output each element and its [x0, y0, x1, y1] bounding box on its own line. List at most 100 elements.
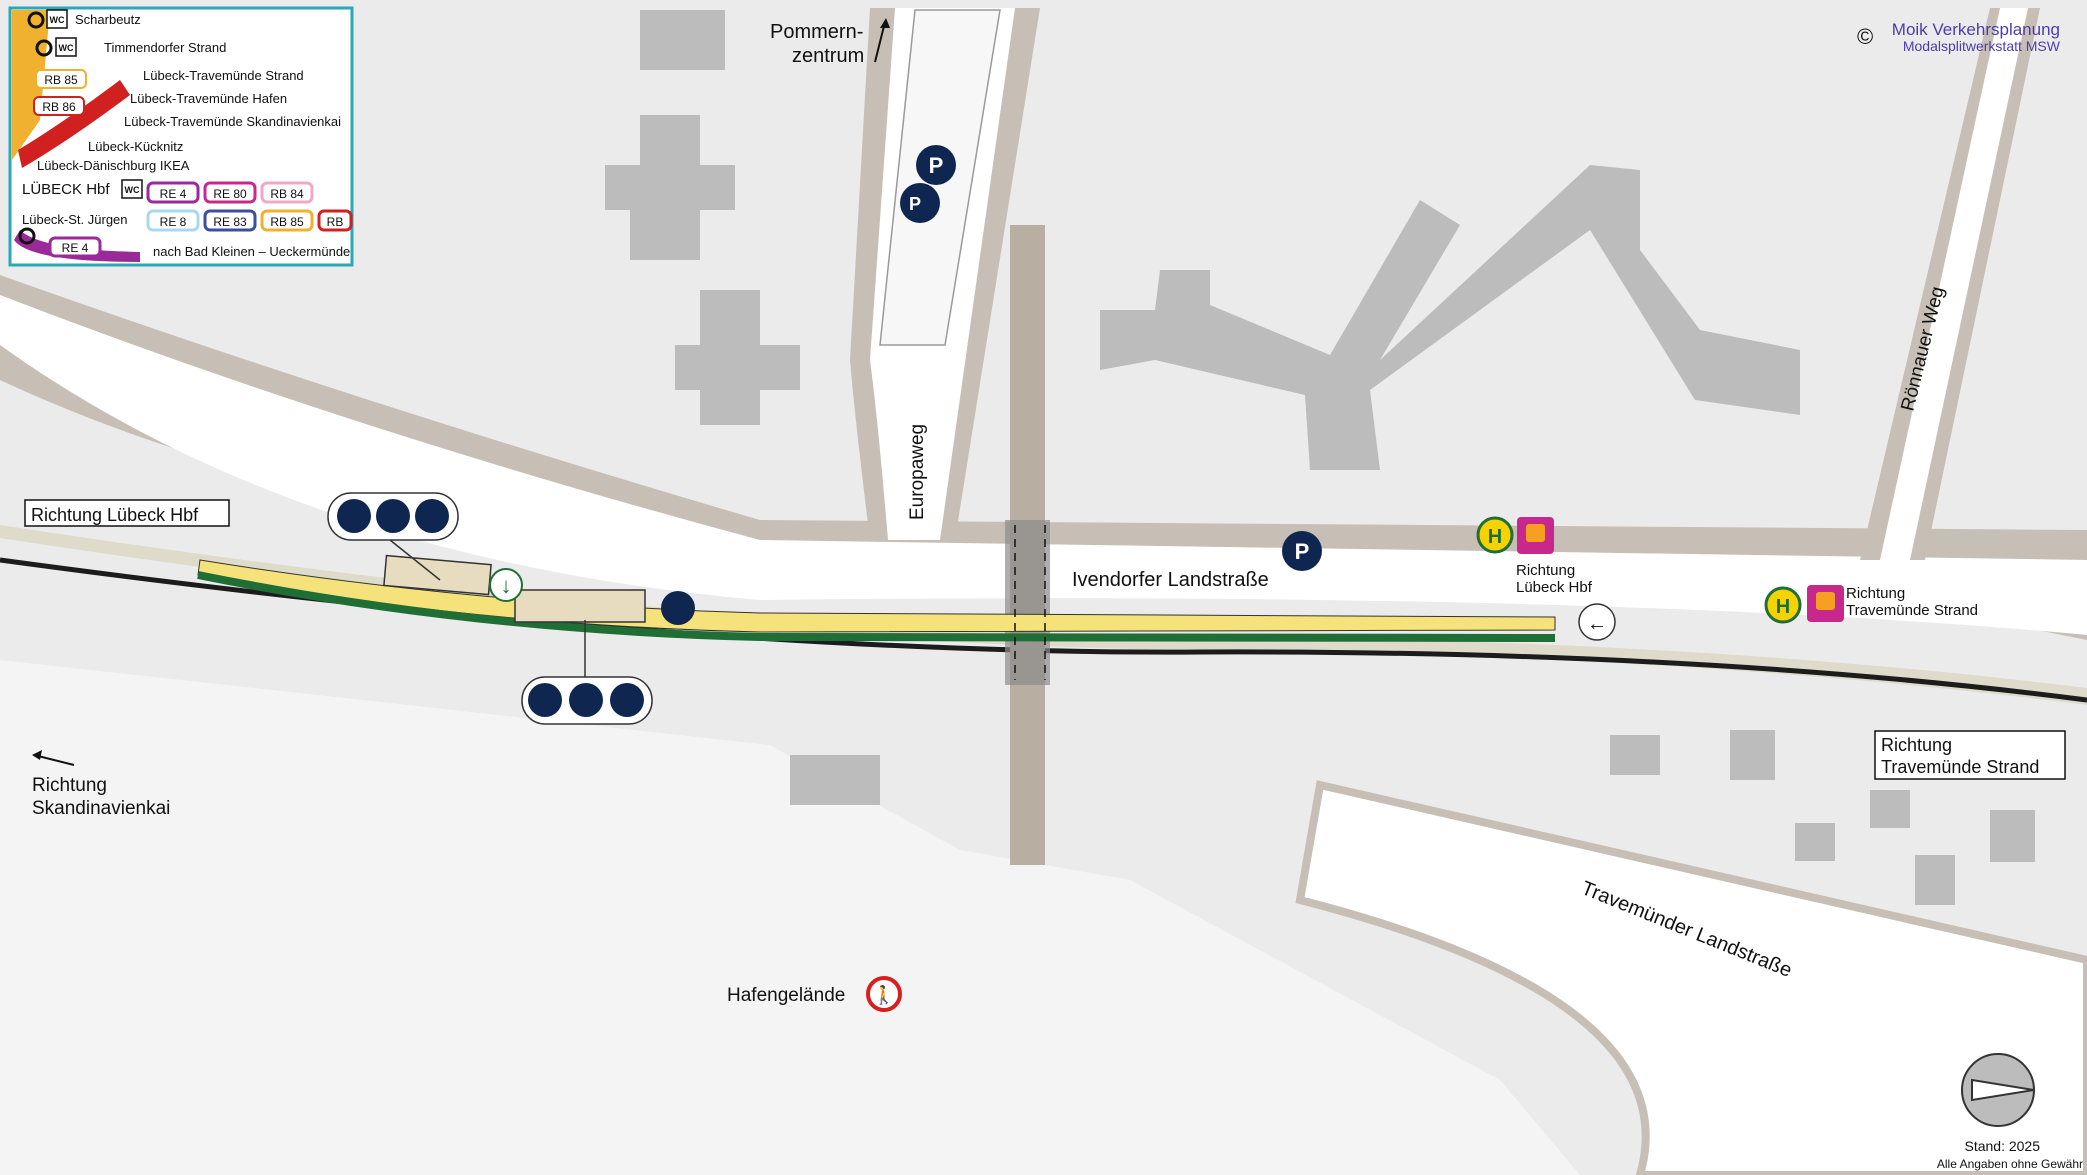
direction-arrow-pommern [874, 21, 886, 63]
pointer-line [389, 539, 441, 581]
wc-icon-label: WC [59, 43, 74, 53]
platform-shelter [514, 589, 646, 623]
label-disclaimer: Alle Angaben ohne Gewähr [1937, 1157, 2083, 1171]
label-bus-trave-1: Richtung [1846, 585, 1905, 602]
line-badge-rb86 [33, 96, 85, 116]
inset-station-scharbeutz: Scharbeutz [75, 12, 141, 27]
person-info-icon [569, 683, 603, 717]
label-bus-luebeck-1: Richtung [1516, 562, 1575, 579]
network-inset: WC Scharbeutz WC Timmendorfer Strand Lüb… [8, 6, 354, 267]
inset-station-trave-hafen: Lübeck-Travemünde Hafen [130, 91, 287, 106]
arrowhead-icon [880, 18, 890, 28]
direction-arrow-skandi [33, 754, 75, 766]
lower-road [0, 660, 1580, 1175]
inset-rb86-line [18, 80, 130, 168]
bike-locker-icon [415, 499, 449, 533]
parking-icon: P [1282, 531, 1322, 571]
svg-text:H: H [1776, 596, 1790, 618]
inset-station-skandinavienkai: Lübeck-Travemünde Skandinavienkai [124, 114, 341, 129]
buildings [605, 10, 2035, 905]
line-badge-rb85-hbf-label: RB 85 [270, 215, 304, 229]
svg-text:P: P [929, 153, 944, 178]
inset-coast [12, 10, 50, 160]
bus-stop-icon: H [1764, 586, 1802, 624]
svg-text:H: H [1488, 526, 1502, 548]
info-display-icon [661, 591, 695, 625]
bus-glyph [1526, 524, 1545, 542]
bike-parking-icon [528, 683, 562, 717]
line-badge-re8 [146, 209, 200, 232]
inset-station-st-juergen: Lübeck-St. Jürgen [22, 212, 128, 227]
inset-station-timmendorf: Timmendorfer Strand [104, 40, 226, 55]
bus-glyph [1816, 592, 1835, 610]
line-badge-re4-bottom [48, 236, 102, 258]
ivendorfer-road [0, 295, 2087, 635]
bridge-deck [1005, 520, 1050, 685]
no-pedestrian-icon [866, 976, 902, 1012]
line-badge-rb [317, 209, 353, 232]
line-badge-re83 [203, 209, 257, 232]
left-arrow-icon: ← [1587, 613, 1607, 635]
direction-box-luebeck [24, 499, 230, 527]
wc-icon-label: WC [125, 185, 140, 195]
line-badge-re80-label: RE 80 [213, 187, 247, 201]
upper-sidewalk [0, 275, 2087, 640]
copyright-name: Moik Verkehrsplanung [1892, 20, 2060, 39]
copyright-symbol: © [1857, 24, 1873, 49]
line-badge-rb85-label: RB 85 [44, 73, 78, 87]
direction-box-travemuende [1874, 730, 2066, 780]
label-ivendorfer: Ivendorfer Landstraße [1072, 569, 1269, 591]
label-pommernzentrum-1: Pommern- [770, 21, 863, 43]
line-badge-re4 [146, 181, 200, 204]
walking-person-icon: 🚶 [873, 984, 895, 1005]
label-richtung-travemuende-2: Travemünde Strand [1881, 757, 2039, 777]
inset-station-hbf: LÜBECK Hbf [22, 180, 110, 198]
svg-text:P: P [909, 194, 921, 214]
copyright-sub: Modalsplitwerkstatt MSW [1903, 38, 2061, 54]
down-arrow-icon: ↓ [501, 573, 512, 598]
wc-icon [55, 37, 77, 57]
line-badge-rb86-label: RB 86 [42, 100, 76, 114]
inset-station-trave-strand: Lübeck-Travemünde Strand [143, 68, 304, 83]
line-badge-re4-label: RE 4 [160, 187, 187, 201]
label-bus-trave-2: Travemünde Strand [1846, 602, 1978, 619]
line-badge-rb85-hbf [260, 209, 314, 232]
label-pommernzentrum-2: zentrum [792, 45, 864, 67]
line-badge-re80 [203, 181, 257, 204]
bike-rental-icon [376, 499, 410, 533]
inset-station-kuecknitz: Lübeck-Kücknitz [88, 139, 183, 154]
label-stand: Stand: 2025 [1964, 1138, 2040, 1154]
line-badge-re4-bottom-label: RE 4 [62, 241, 89, 255]
parking-icon: P [916, 145, 956, 185]
label-europaweg: Europaweg [907, 424, 928, 520]
line-badge-rb-label: RB [327, 215, 344, 229]
line-badge-re83-label: RE 83 [213, 215, 247, 229]
label-richtung-luebeck: Richtung Lübeck Hbf [31, 505, 199, 525]
inset-station-ikea: Lübeck-Dänischburg IKEA [37, 158, 190, 173]
inset-destination-text: nach Bad Kleinen – Ueckermünde [153, 244, 350, 259]
svg-text:P: P [1295, 539, 1310, 564]
label-hafengelaende: Hafengelände [727, 985, 845, 1006]
north-arrow-pointer [1971, 1078, 2035, 1102]
exit-arrow-icon [489, 568, 523, 602]
wc-icon [46, 9, 68, 29]
station-dot-scharbeutz [27, 11, 45, 29]
station-dot-timmendorf [35, 39, 53, 57]
ticket-machine-icon [610, 683, 644, 717]
inset-re4-line [14, 230, 140, 262]
bike-parking-icon [337, 499, 371, 533]
label-skandi-1: Richtung [32, 775, 107, 796]
station-dot-st-juergen [18, 227, 36, 245]
line-badge-re8-label: RE 8 [160, 215, 187, 229]
platform-shelter-west [383, 554, 492, 596]
label-richtung-travemuende-1: Richtung [1881, 735, 1952, 755]
arrowhead-icon [32, 750, 42, 760]
line-badge-rb84 [260, 181, 314, 204]
wc-icon [121, 179, 143, 199]
line-badge-rb85 [35, 69, 87, 89]
platform-end-icon [1578, 603, 1616, 641]
roennauer-road [1880, 8, 2028, 560]
platform-edge [197, 571, 1556, 642]
travemuender-road [1295, 780, 2087, 1175]
